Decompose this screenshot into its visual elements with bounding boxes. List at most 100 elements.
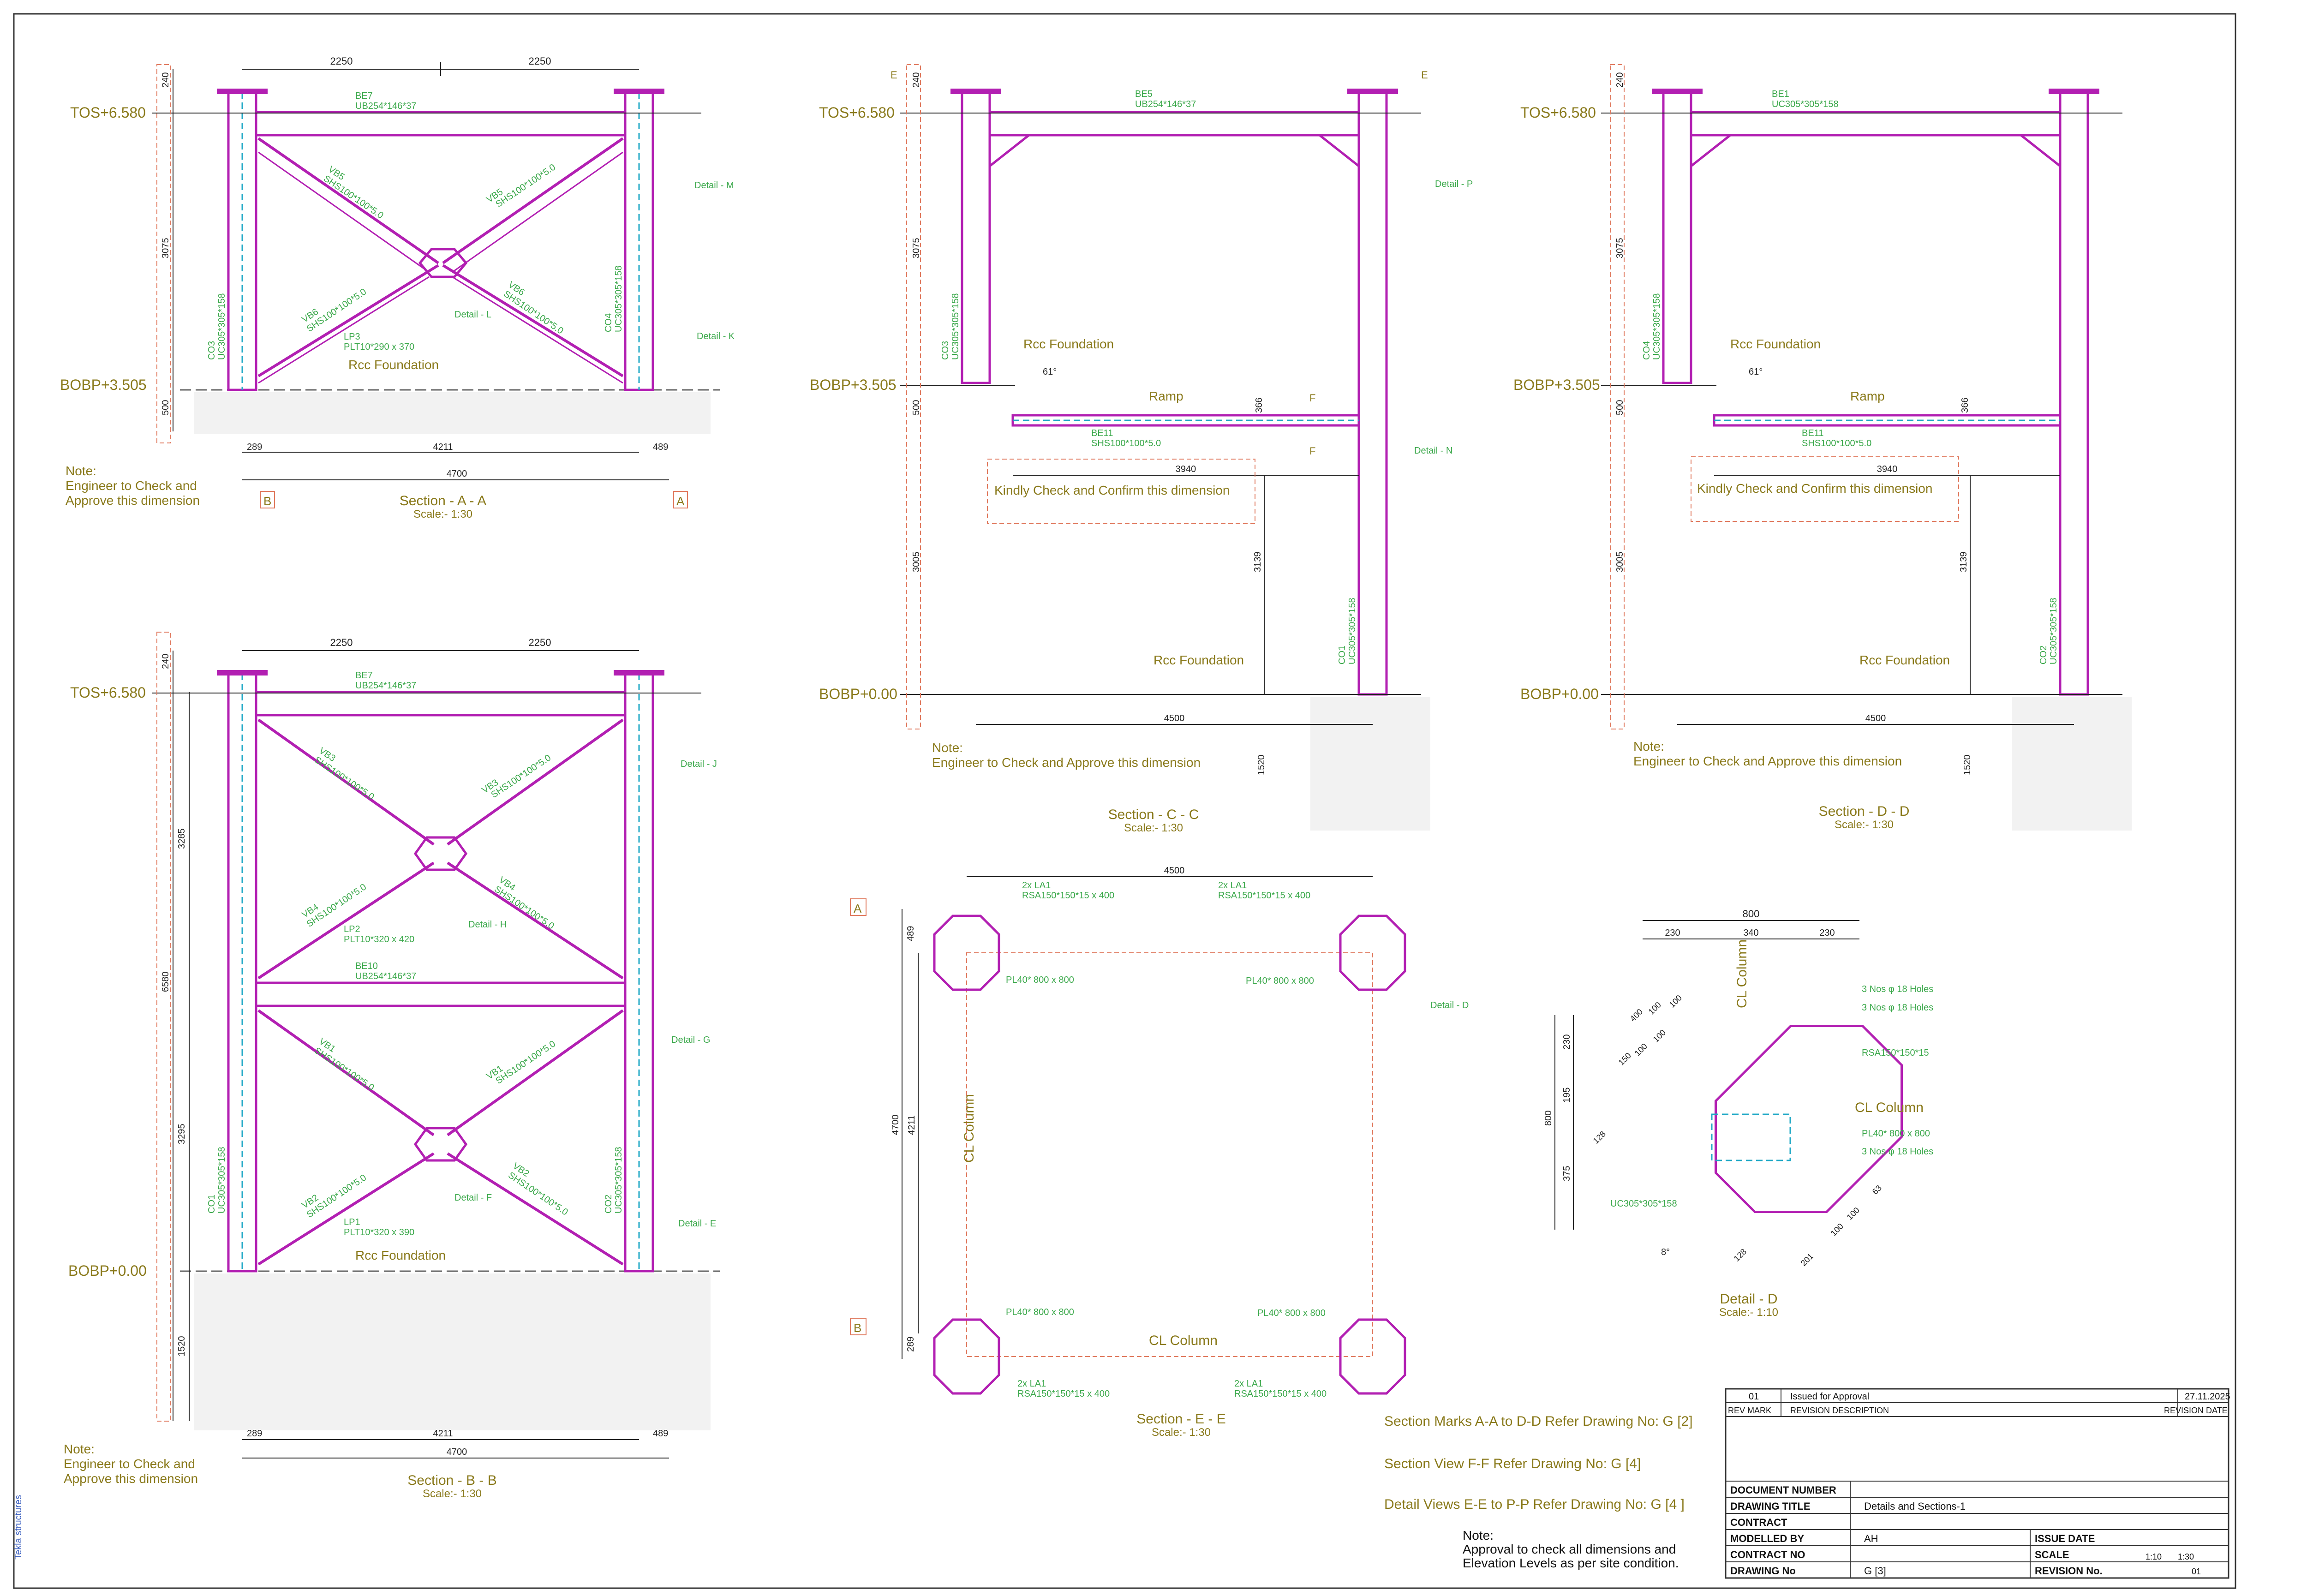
rcc-label: Rcc Foundation [1023,337,1114,351]
drawing-no-label: DRAWING No [1730,1565,1796,1577]
dim-289: 289 [906,1337,916,1352]
dim-4211: 4211 [907,1115,917,1135]
dim-366: 366 [1254,398,1264,413]
section-mark-box [673,491,688,508]
column-label: CO1 [207,1195,217,1213]
note-dim-box [156,632,171,1422]
note-line: Note: [66,464,96,478]
rev-desc: Issued for Approval [1790,1392,1869,1402]
dim-240: 240 [1615,72,1625,88]
angle-label: 2x LA1 [1218,880,1247,891]
rcc-label: Rcc Foundation [348,358,439,372]
column-label: CO4 [604,313,614,332]
section-mark: E [891,69,897,81]
brace-vb2 [447,1152,624,1266]
brace-vb6-right [452,276,623,384]
dim-489: 489 [653,1429,668,1439]
brace-vb4 [447,861,624,980]
ramp-label: Ramp [1850,389,1885,403]
column-label: UC305*305*158 [1347,598,1357,664]
section-mark: A [676,494,685,508]
column-label: UC305*305*158 [217,293,227,360]
angle-label: 2x LA1 [1234,1379,1263,1389]
document-number-label: DOCUMENT NUMBER [1730,1484,1836,1496]
beam-be10 [255,981,627,1007]
dim-3139: 3139 [1253,552,1263,573]
section-d-d: TOS+6.580 BOBP+3.505 BOBP+0.00 240 3075 … [1513,64,2132,831]
cl-column-label: CL Column [1734,939,1750,1008]
check-text: Kindly Check and Confirm this dimension [1697,481,1932,496]
note-line: Engineer to Check and [66,478,197,493]
dim-500: 500 [911,400,921,415]
dim-230: 230 [1665,928,1680,938]
grid-mark-box [850,1318,867,1335]
detail-callout: Detail - K [697,331,735,341]
dim-366: 366 [1960,398,1970,413]
brace-vb1 [447,1009,624,1136]
grid-mark: B [854,1321,861,1335]
angle-label: 2x LA1 [1017,1379,1046,1389]
holes-label: 3 Nos φ 18 Holes [1862,984,1933,994]
dim-3075: 3075 [161,238,171,259]
section-scale: Scale:- 1:30 [1152,1426,1211,1439]
cap-plate [614,670,664,675]
base-plate-br [1339,1318,1406,1395]
rcc-label: Rcc Foundation [355,1248,446,1262]
concrete-hatch [194,392,711,434]
reference-line: Detail Views E-E to P-P Refer Drawing No… [1384,1497,1685,1512]
haunch [1690,134,1731,167]
plate-label: PL40* 800 x 800 [1862,1129,1930,1139]
column-label: UC305*305*158 [2049,598,2059,664]
hdr-rev-mark: REV MARK [1728,1406,1771,1415]
brace-vb6-left [257,264,439,377]
section-e-e: 4500 489 4700 4211 289 A B 2x LA1 RSA150… [850,866,1469,1439]
detail-callout: Detail - M [694,180,734,191]
dim-230: 230 [1819,928,1835,938]
base-plate-tr [1339,915,1406,991]
dim-340: 340 [1743,928,1758,938]
rcc-label: Rcc Foundation [1730,337,1821,351]
scale-value: 1:10 [2146,1552,2162,1561]
brace-vb3 [257,718,435,846]
brace-vb5-left [257,137,439,264]
dim-500: 500 [161,400,171,415]
cap-plate [217,89,268,94]
column-section [1711,1113,1791,1161]
beam-label: BE7 [355,91,373,101]
angle-label: 61° [1043,367,1057,377]
haunch [1319,134,1360,167]
dim-3940: 3940 [1877,464,1898,474]
dim-3075: 3075 [911,238,921,259]
plate-label: LP2 [344,924,360,934]
cap-plate [950,89,1001,94]
beam-label: SHS100*100*5.0 [1091,438,1161,448]
column-label: UC305*305*158 [1652,293,1662,360]
margin-text: Tekla structures [13,1495,24,1560]
column-label: UC305*305*158 [614,1147,624,1213]
dim-2250: 2250 [330,55,353,67]
section-title: Section - D - D [1819,804,1910,819]
plate-label: PLT10*320 x 420 [344,934,414,944]
section-mark: F [1309,445,1315,457]
dim-6580: 6580 [161,972,171,992]
angle-label: 2x LA1 [1022,880,1051,891]
dim-800: 800 [1543,1111,1554,1126]
dim-1520: 1520 [1256,755,1267,776]
plate-label: PL40* 800 x 800 [1006,1307,1074,1317]
plate-label: PLT10*290 x 370 [344,342,414,352]
dim-240: 240 [161,72,171,88]
drawing-title-label: DRAWING TITLE [1730,1500,1811,1512]
rsa-label: RSA150*150*15 [1862,1048,1929,1058]
beam-label: BE5 [1135,89,1153,99]
column-label: CO2 [604,1195,614,1213]
note-line: Approve this dimension [66,493,200,508]
dim-3940: 3940 [1176,464,1196,474]
reference-line: Section Marks A-A to D-D Refer Drawing N… [1384,1414,1693,1429]
level-bobp-mid: BOBP+3.505 [810,377,897,393]
dim-4500: 4500 [1164,866,1185,876]
note-line: Note: [1633,739,1664,753]
reference-notes: Section Marks A-A to D-D Refer Drawing N… [1384,1414,1693,1570]
column-label: UC305*305*158 [950,293,961,360]
column-label: CO1 [1337,646,1347,664]
sheet-border [13,13,2236,1589]
